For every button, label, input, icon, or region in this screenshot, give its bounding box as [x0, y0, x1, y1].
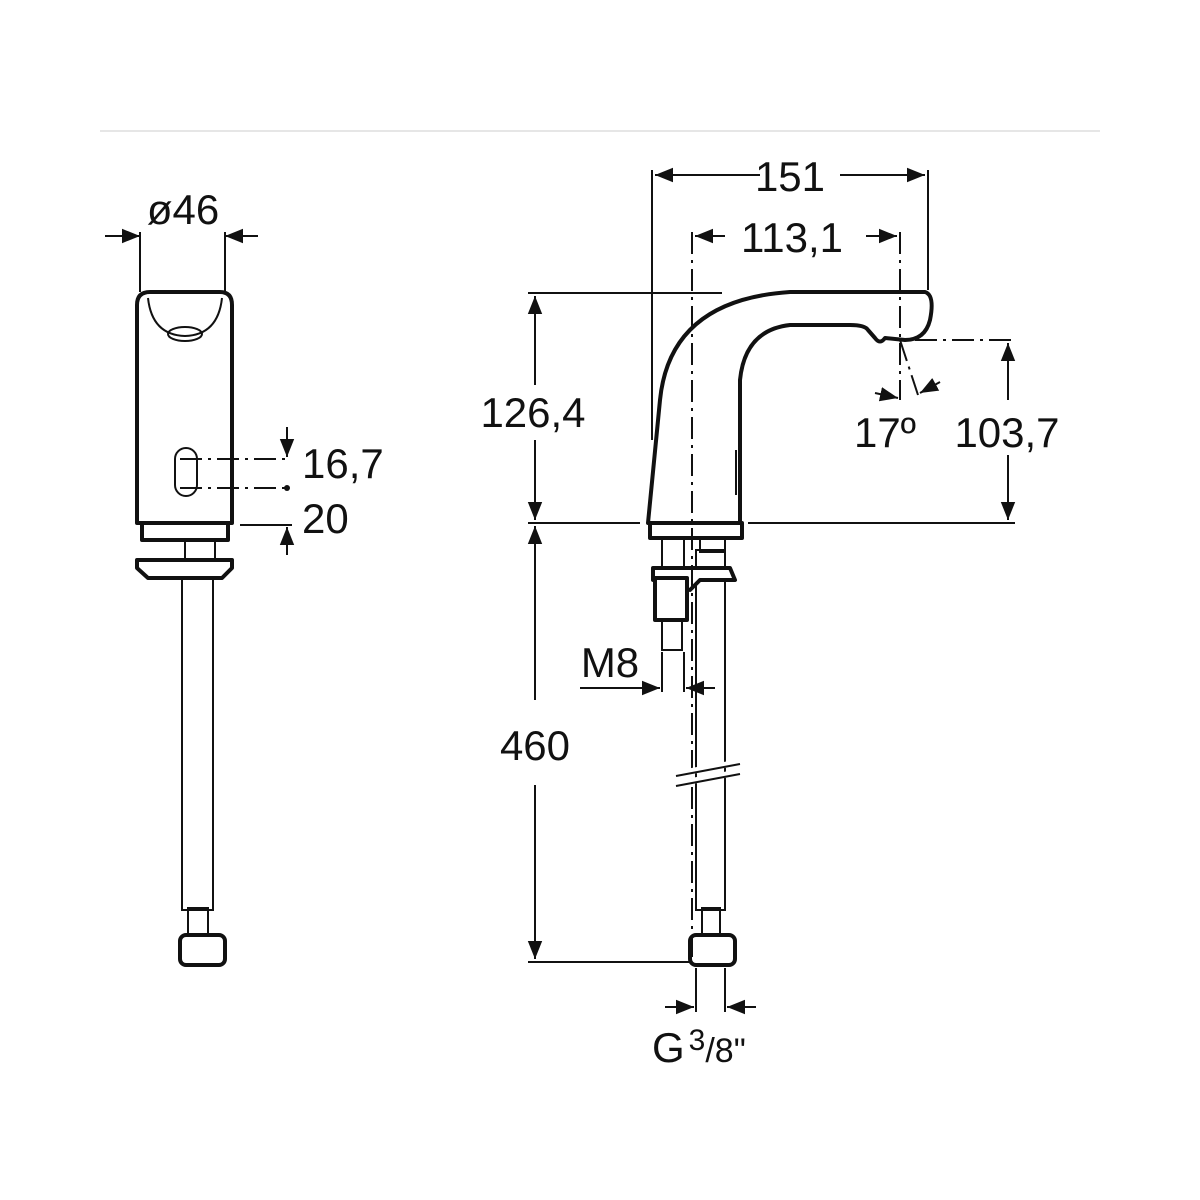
threaded-stud	[661, 537, 685, 569]
angle-label: 17º	[854, 409, 916, 456]
front-hose	[181, 577, 214, 911]
faucet-body	[646, 290, 934, 525]
height-label: 126,4	[480, 389, 585, 436]
front-hose-nut	[178, 933, 227, 967]
sensor-offset-label: 16,7	[302, 440, 384, 487]
front-stud	[184, 539, 216, 561]
front-body	[135, 290, 234, 525]
outlet-height-label: 103,7	[954, 409, 1059, 456]
side-hose-nut	[688, 933, 737, 967]
sensor-height-label: 20	[302, 495, 349, 542]
sensor-window	[174, 447, 198, 497]
diameter-label: ø46	[147, 186, 219, 233]
aerator-icon	[167, 326, 203, 342]
side-hose	[695, 549, 726, 911]
break-mark	[675, 763, 741, 787]
overall-reach-label: 151	[755, 153, 825, 200]
front-base-plate	[135, 558, 234, 580]
front-view: ø46 16,7 20	[105, 186, 384, 967]
front-hose-ferrule	[187, 907, 209, 937]
hose-length-label: 460	[500, 722, 570, 769]
front-collar	[140, 521, 230, 542]
thread-label: M8	[581, 639, 639, 686]
front-spout-outline	[147, 297, 223, 338]
spout-reach-label: 113,1	[741, 214, 843, 261]
hex-nut	[653, 576, 689, 622]
